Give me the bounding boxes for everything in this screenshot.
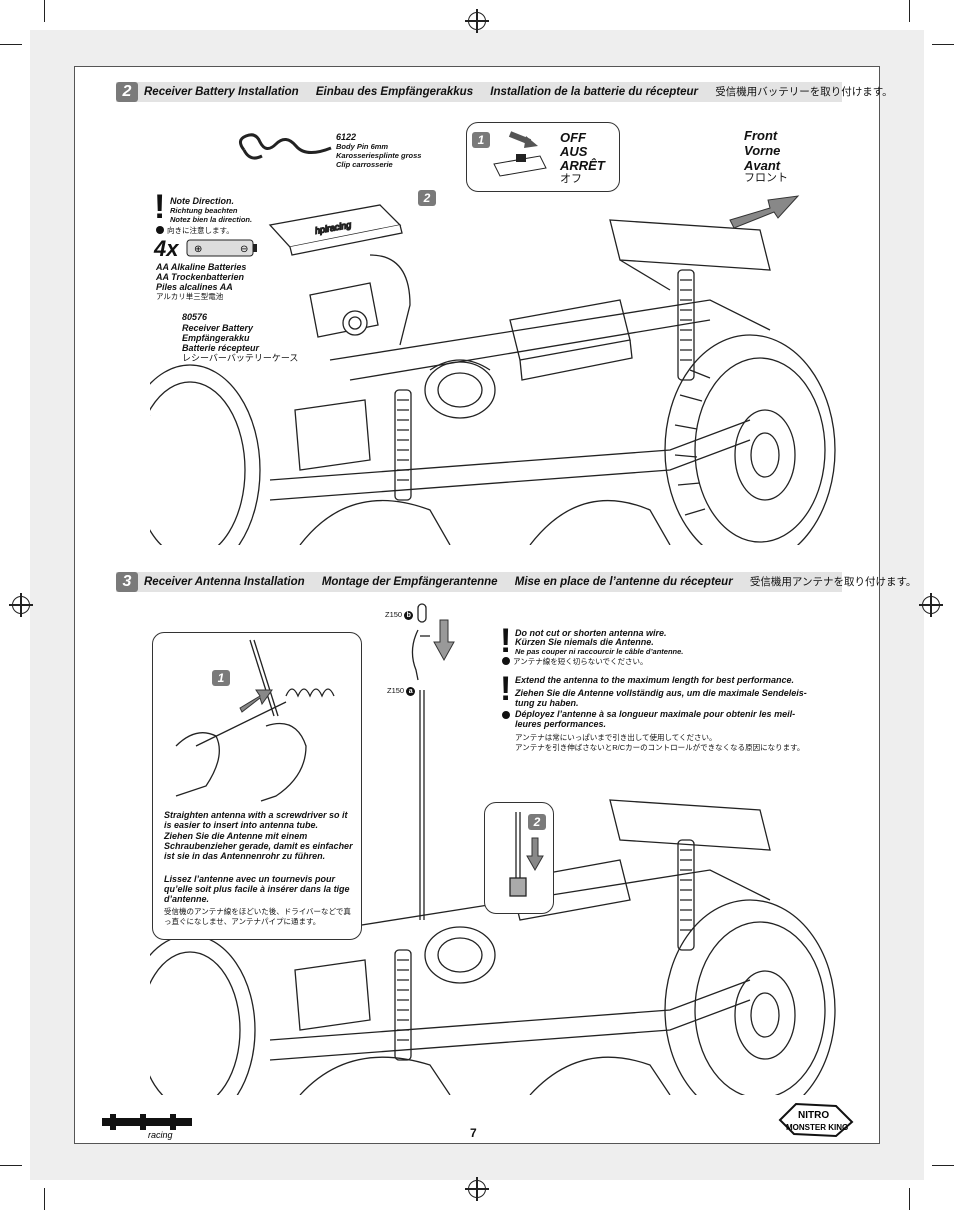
- page-number: 7: [470, 1126, 477, 1140]
- warn1-ja: アンテナ線を短く切らないでください。: [502, 657, 647, 667]
- note-ja: 向きに注意します。: [156, 226, 234, 236]
- tip-fr: Lissez l’antenne avec un tournevis pour …: [164, 874, 350, 904]
- off-de: AUS: [560, 144, 588, 159]
- battery-fr: Piles alcalines AA: [156, 282, 233, 292]
- battery-de: AA Trockenbatterien: [156, 272, 245, 282]
- svg-text:NITRO: NITRO: [798, 1110, 829, 1121]
- case-part-number: 80576: [182, 312, 208, 322]
- registration-mark-icon: [465, 1177, 489, 1201]
- crop-mark: [44, 0, 45, 22]
- registration-mark-icon: [919, 593, 943, 617]
- section-number: 2: [116, 82, 138, 102]
- antenna-pipe-illustration: [411, 603, 455, 920]
- front-en: Front: [744, 128, 778, 143]
- crop-mark: [932, 44, 954, 45]
- step-2-marker: 2: [528, 814, 546, 830]
- off-ja: オフ: [560, 173, 582, 185]
- pin-part-number: 6122: [336, 132, 357, 142]
- tip-de: Ziehen Sie die Antenne mit einem Schraub…: [164, 831, 353, 861]
- truck-illustration-bottom: [150, 799, 836, 1095]
- battery-quantity: 4x: [154, 236, 179, 261]
- warn2-ja2: アンテナを引き伸ばさないとR/Cカーのコントロールができなくなる原因になります。: [515, 743, 805, 752]
- battery-pack-illustration: hpiracing: [268, 204, 411, 346]
- note-fr: Notez bien la direction.: [170, 215, 253, 224]
- section-2-header: 2 Receiver Battery Installation Einbau d…: [116, 82, 893, 102]
- crop-mark: [44, 1188, 45, 1210]
- section-title: Receiver Battery Installation Einbau des…: [144, 86, 893, 98]
- warn2-en: Extend the antenna to the maximum length…: [515, 675, 795, 685]
- front-fr: Avant: [744, 158, 781, 173]
- aa-battery-icon: ⊕ ⊖: [186, 239, 257, 257]
- svg-text:racing: racing: [148, 1130, 173, 1140]
- pin-label-fr: Clip carrosserie: [336, 160, 393, 169]
- screwdriver-inset: [152, 632, 362, 940]
- crop-mark: [932, 1165, 954, 1166]
- nitro-monster-king-logo: NITRO MONSTER KING: [778, 1102, 854, 1138]
- front-de: Vorne: [744, 143, 781, 158]
- registration-mark-icon: [465, 9, 489, 33]
- step-2-marker: 2: [418, 190, 436, 206]
- registration-mark-icon: [9, 593, 33, 617]
- step-1-marker: 1: [472, 132, 490, 148]
- body-pin-icon: [239, 133, 332, 160]
- warning-icon: !: [154, 188, 166, 226]
- front-arrow-icon: [729, 195, 800, 229]
- front-ja: フロント: [744, 172, 788, 184]
- warn2-ja1: アンテナは常にいっぱいまで引き出して使用してください。: [515, 733, 717, 742]
- japan-dot-icon: [502, 711, 510, 719]
- case-ja: レシーバーバッテリーケース: [182, 353, 299, 363]
- section-number: 3: [116, 572, 138, 592]
- warn2-de: Ziehen Sie die Antenne vollständig aus, …: [515, 688, 807, 708]
- crop-mark: [909, 1188, 910, 1210]
- pin-label-de: Karosseriesplinte gross: [336, 151, 422, 160]
- warning-icon: !: [500, 622, 512, 660]
- case-de: Empfängerakku: [182, 333, 250, 343]
- tip-en: Straighten antenna with a screwdriver so…: [164, 810, 348, 830]
- warn2-fr: Déployez l’antenne à sa longueur maximal…: [515, 709, 796, 729]
- case-fr: Batterie récepteur: [182, 343, 260, 353]
- part-z150-a: Z150 a: [387, 686, 416, 696]
- svg-text:⊖: ⊖: [240, 244, 248, 255]
- note-de: Richtung beachten: [170, 206, 238, 215]
- japan-dot-icon: [156, 226, 164, 234]
- warn1-fr: Ne pas couper ni raccourcir le câble d’a…: [515, 647, 684, 656]
- svg-text:⊕: ⊕: [194, 244, 202, 255]
- section-3-header: 3 Receiver Antenna Installation Montage …: [116, 572, 916, 592]
- crop-mark: [0, 1165, 22, 1166]
- tip-ja: 受信機のアンテナ線をほどいた後、ドライバーなどで真っ直ぐになしませ、アンテナパイ…: [164, 907, 351, 926]
- off-en: OFF: [560, 130, 586, 145]
- warning-icon: !: [500, 670, 512, 708]
- step-1-marker: 1: [212, 670, 230, 686]
- off-fr: ARRÊT: [560, 158, 605, 173]
- crop-mark: [909, 0, 910, 22]
- warn1-en: Do not cut or shorten antenna wire.: [515, 628, 667, 638]
- note-en: Note Direction.: [170, 196, 235, 206]
- truck-illustration-top: [150, 219, 836, 545]
- screwdriver-illustration: [175, 639, 335, 802]
- switch-off-inset: [466, 122, 620, 192]
- part-z150-b: Z150 b: [385, 610, 414, 620]
- crop-mark: [0, 44, 22, 45]
- antenna-insert-illustration: [509, 812, 544, 897]
- section-title: Receiver Antenna Installation Montage de…: [144, 576, 917, 588]
- pin-label-en: Body Pin 6mm: [336, 142, 389, 151]
- japan-dot-icon: [502, 657, 510, 665]
- svg-text:MONSTER KING: MONSTER KING: [786, 1123, 848, 1132]
- battery-ja: アルカリ単三型電池: [156, 292, 224, 301]
- case-en: Receiver Battery: [182, 323, 254, 333]
- hpi-racing-logo: racing: [102, 1114, 192, 1140]
- battery-en: AA Alkaline Batteries: [156, 262, 247, 272]
- warn1-de: Kürzen Sie niemals die Antenne.: [515, 637, 654, 647]
- switch-illustration: [493, 131, 547, 177]
